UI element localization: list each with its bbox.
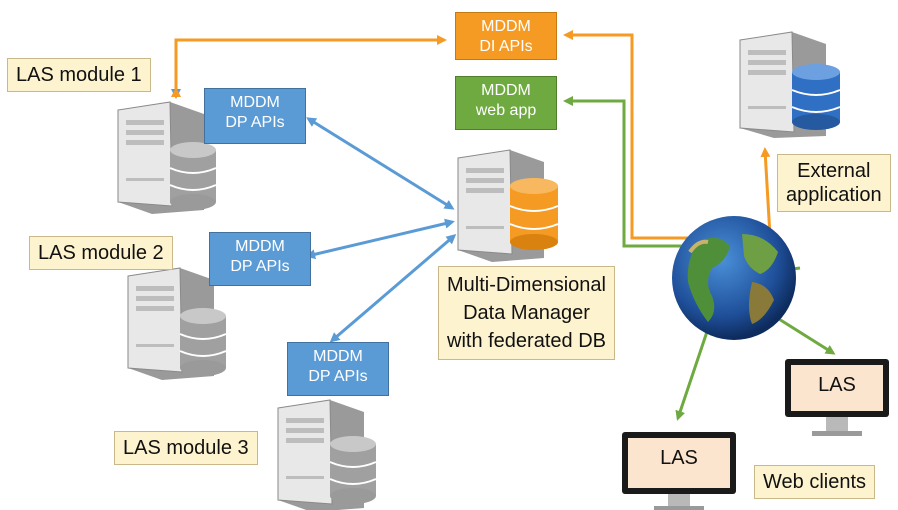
database-icon: [179, 308, 227, 376]
mddm-manager-label: Multi-Dimensional Data Manager with fede…: [438, 266, 615, 360]
di-apis-line-2: DI APIs: [479, 38, 533, 55]
database-icon: [169, 142, 217, 210]
mddm-manager-line-2: Data Manager: [463, 302, 590, 324]
server-icon: [457, 149, 559, 262]
mddm-dp-apis-box-3: MDDM DP APIs: [287, 342, 389, 396]
arrow-dp3-manager: [329, 234, 457, 343]
monitor-icon: [622, 432, 736, 510]
mddm-manager-line-3: with federated DB: [447, 330, 606, 352]
mddm-web-app-box: MDDM web app: [455, 76, 557, 130]
server-icon: [739, 31, 841, 138]
arrow-dp2-manager: [305, 218, 455, 260]
database-icon: [509, 178, 559, 250]
dp-apis-3-line-2: DP APIs: [308, 368, 368, 385]
dp-apis-3-line-1: MDDM: [313, 348, 363, 365]
globe-icon: [672, 216, 796, 340]
las-module-3-label: LAS module 3: [114, 431, 258, 465]
mddm-manager-line-1: Multi-Dimensional: [447, 274, 606, 296]
dp-apis-2-line-2: DP APIs: [230, 258, 290, 275]
external-application-line-2: application: [786, 184, 882, 206]
dp-apis-1-line-1: MDDM: [230, 94, 280, 111]
dp-apis-1-line-2: DP APIs: [225, 114, 285, 131]
arrow-dp1-manager: [306, 117, 455, 210]
di-apis-line-1: MDDM: [481, 18, 531, 35]
arrow-globe-webapp: [563, 96, 712, 248]
server-icon: [117, 101, 217, 214]
external-application-line-1: External: [797, 160, 871, 182]
client-las-right-label: LAS: [818, 374, 856, 396]
mddm-di-apis-box: MDDM DI APIs: [455, 12, 557, 60]
mddm-dp-apis-box-2: MDDM DP APIs: [209, 232, 311, 286]
web-clients-label: Web clients: [754, 465, 876, 499]
dp-apis-2-line-1: MDDM: [235, 238, 285, 255]
server-icon: [277, 399, 377, 510]
web-app-line-2: web app: [475, 102, 537, 119]
database-icon: [329, 436, 377, 504]
mddm-dp-apis-box-1: MDDM DP APIs: [204, 88, 306, 144]
web-app-line-1: MDDM: [481, 82, 531, 99]
server-icon: [127, 267, 227, 380]
las-module-2-label: LAS module 2: [29, 236, 173, 270]
las-module-1-label: LAS module 1: [7, 58, 151, 92]
client-las-left-label: LAS: [660, 447, 698, 469]
arrow-globe-di: [563, 30, 720, 240]
monitor-icon: [785, 359, 889, 436]
external-application-label: External application: [777, 154, 891, 212]
arrow-module1-di: [171, 35, 447, 99]
database-icon: [791, 64, 841, 130]
